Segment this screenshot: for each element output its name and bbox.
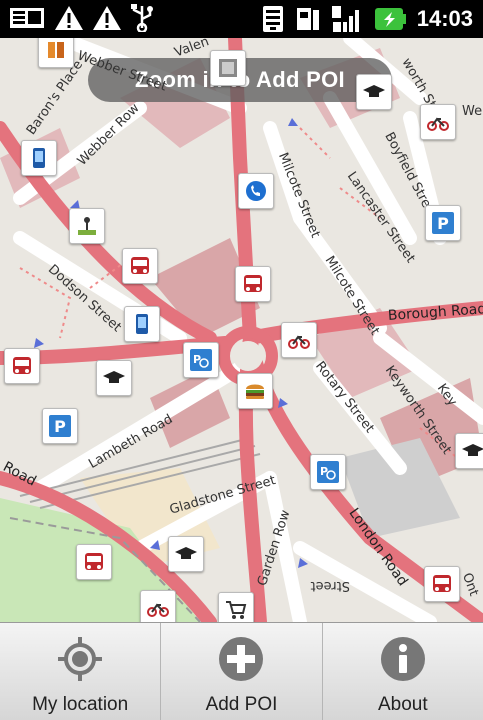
svg-text:P: P [54,417,66,436]
add-poi-button[interactable]: Add POI [161,623,323,720]
status-bar: 14:03 [0,0,483,38]
sim-icon [296,8,319,30]
street-label: We [462,104,483,119]
warning-icon [93,6,121,30]
status-time: 14:03 [416,6,473,31]
bus-icon[interactable] [235,266,271,302]
hiking-icon[interactable] [69,208,105,244]
svg-text:P: P [193,353,201,366]
my-location-button[interactable]: My location [0,623,162,720]
svg-text:P: P [320,465,328,478]
warning-icon [55,6,83,30]
graduation-cap-icon[interactable] [96,360,132,396]
bus-icon[interactable] [122,248,158,284]
bicycle-icon[interactable] [420,104,456,140]
burger-icon[interactable] [237,373,273,409]
signal-icon [331,6,359,32]
parking-icon[interactable]: P [42,408,78,444]
map-icon[interactable] [210,50,246,86]
parking-icon[interactable]: P [425,205,461,241]
svg-text:P: P [437,214,449,233]
status-left [8,4,154,32]
mobile-phone-icon[interactable] [21,140,57,176]
about-button[interactable]: About [323,623,483,720]
wifi-icon [262,6,283,32]
map-view[interactable]: Zoom in to Add POI Webber Street Valen B… [0,38,483,622]
telephone-icon[interactable] [238,173,274,209]
usb-icon [131,4,153,32]
battery-charging-icon [374,8,406,30]
bookshop-icon[interactable] [38,38,74,68]
street-label: Street [310,578,350,593]
parking-icon[interactable]: P [310,454,346,490]
menu-label: Add POI [205,694,278,715]
bus-icon[interactable] [76,544,112,580]
location-target-icon [58,637,103,681]
options-menu: My location Add POI About [0,622,483,720]
bicycle-icon[interactable] [140,590,176,622]
shopping-cart-icon[interactable] [218,592,254,622]
mobile-phone-icon[interactable] [124,306,160,342]
graduation-cap-icon[interactable] [168,536,204,572]
bicycle-icon[interactable] [281,322,317,358]
plus-icon [219,637,264,681]
info-icon [380,637,425,681]
parking-bicycle-icon[interactable]: P [183,342,219,378]
bus-icon[interactable] [424,566,460,602]
status-right: 14:03 [261,4,473,34]
graduation-cap-icon[interactable] [356,74,392,110]
menu-label: About [377,694,428,715]
map-icon[interactable] [455,433,483,469]
map-canvas[interactable] [0,38,483,622]
bus-icon[interactable] [4,348,40,384]
menu-label: My location [32,694,129,715]
notification-icon [10,8,44,28]
